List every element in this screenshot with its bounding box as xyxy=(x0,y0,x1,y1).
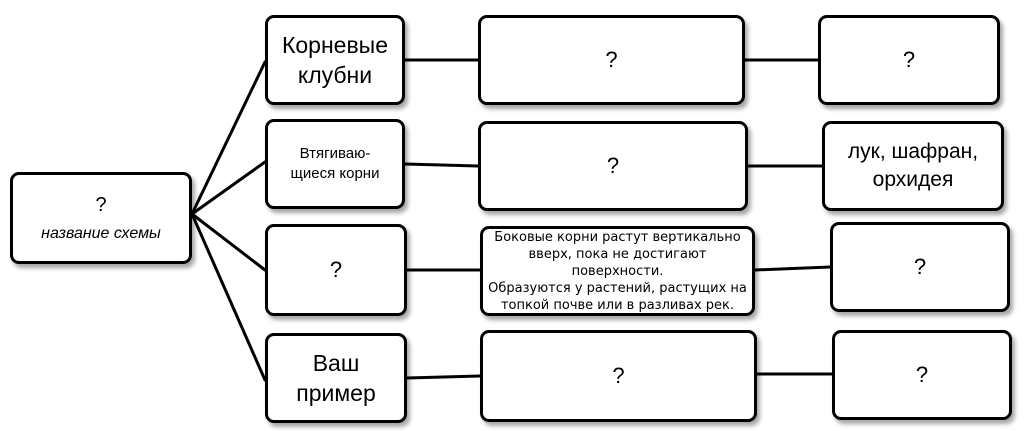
type-label-line: Ваш xyxy=(312,350,360,376)
description-text-line: Боковые корни растут вертикально xyxy=(494,229,741,245)
description-text: ? xyxy=(606,153,620,178)
connector-type-4-to-desc-4 xyxy=(405,374,482,380)
examples-text: ? xyxy=(915,362,929,387)
description-box-3: Боковые корни растут вертикально вверх, … xyxy=(480,226,755,316)
examples-text-line: лук, шафран, xyxy=(847,140,979,163)
examples-text: ? xyxy=(913,254,927,279)
description-box-1: ? xyxy=(478,15,745,105)
type-label-line: Корневые xyxy=(281,32,388,58)
examples-box-3: ? xyxy=(830,222,1010,312)
connector-root-to-type-3 xyxy=(190,212,267,272)
description-text: ? xyxy=(612,363,625,388)
type-label-line: клубни xyxy=(297,62,373,88)
type-label-line: пример xyxy=(296,380,376,406)
examples-box-4: ? xyxy=(832,330,1012,420)
examples-box-2: лук, шафран, орхидея xyxy=(822,121,1004,211)
description-box-2: ? xyxy=(478,121,748,211)
root-question: ? xyxy=(95,193,107,216)
connector-root-to-type-4 xyxy=(190,212,267,382)
examples-text: ? xyxy=(902,47,916,72)
description-box-4: ? xyxy=(480,330,757,422)
description-text: ? xyxy=(605,47,618,72)
examples-text-line: орхидея xyxy=(872,168,954,191)
connector-root-to-type-1 xyxy=(190,60,267,216)
description-text-line: Образуются у растений, растущих на xyxy=(488,280,747,296)
type-box-3: ? xyxy=(265,224,407,316)
type-box-1: Корневые клубни xyxy=(265,15,405,105)
type-label-line: ? xyxy=(329,257,343,282)
scheme-name-caption: название схемы xyxy=(41,224,161,242)
connector-type-2-to-desc-2 xyxy=(403,162,480,168)
type-box-2: Втягиваю- щиеся корни xyxy=(265,119,405,209)
connector-desc-3-to-example-3 xyxy=(753,265,832,272)
type-label-line: Втягиваю- xyxy=(299,145,371,162)
connector-root-to-type-2 xyxy=(190,160,267,216)
description-text-line: вверх, пока не достигают поверхности. xyxy=(528,246,707,279)
root-box: ? название схемы xyxy=(10,172,192,264)
type-label-line: щиеся корни xyxy=(290,165,380,182)
description-text-line: топкой почве или в разливах рек. xyxy=(500,297,735,313)
type-box-4: Ваш пример xyxy=(265,333,407,423)
examples-box-1: ? xyxy=(818,15,1000,105)
